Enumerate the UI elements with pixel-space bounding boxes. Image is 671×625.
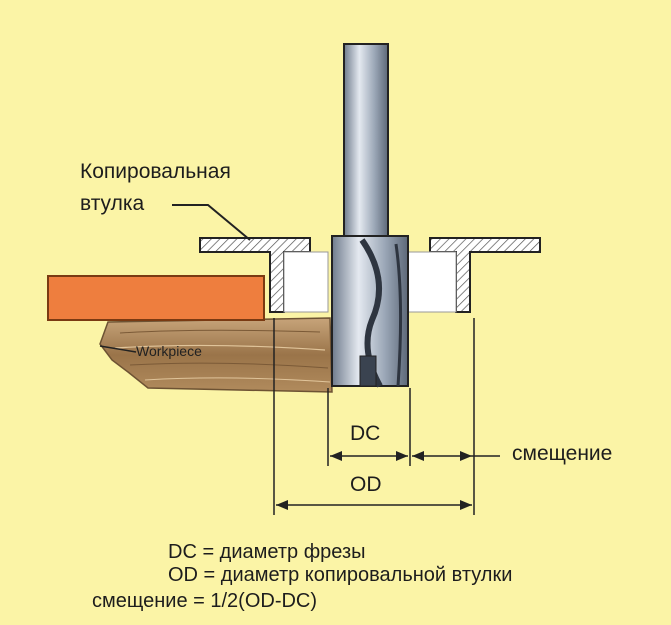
guide-bushing-label-line2: втулка — [80, 192, 145, 215]
legend-dc-definition: DC = диаметр фрезы — [168, 541, 366, 563]
guide-bushing-leader — [172, 204, 251, 241]
offset-dimension-line — [412, 451, 500, 461]
offset-label: смещение — [512, 442, 613, 465]
guide-bushing-label-line1: Копировальная — [80, 160, 231, 183]
dc-dimension-line — [330, 451, 408, 461]
guide-bushing — [199, 237, 541, 313]
dc-label: DC — [350, 422, 381, 445]
workpiece-board — [99, 317, 333, 393]
workpiece-leader — [99, 345, 137, 353]
legend-offset-definition: смещение = 1/2(OD-DC) — [92, 590, 318, 612]
extension-lines — [273, 318, 475, 515]
legend-od-definition: OD = диаметр копировальной втулки — [168, 564, 513, 586]
od-label: OD — [350, 473, 382, 496]
template-plate — [47, 275, 265, 321]
router-bit — [331, 43, 409, 388]
workpiece-label: Workpiece — [136, 343, 202, 359]
od-dimension-line — [276, 500, 472, 510]
